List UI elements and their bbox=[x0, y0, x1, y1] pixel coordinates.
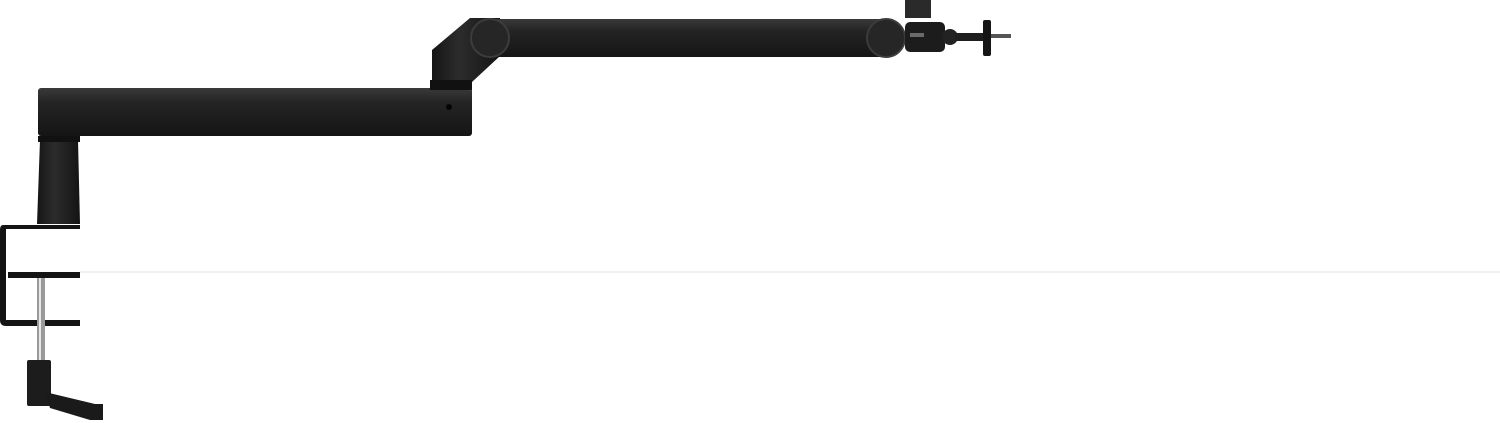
arm-screw-hole bbox=[446, 104, 452, 110]
lower-arm bbox=[38, 88, 472, 136]
base-column bbox=[37, 140, 80, 224]
clamp-pad bbox=[8, 272, 80, 278]
clamp-handle bbox=[27, 360, 51, 406]
mic-mount-head bbox=[905, 0, 1011, 56]
clamp-lever bbox=[45, 392, 103, 420]
upper-arm bbox=[490, 19, 890, 57]
joint-cap-left bbox=[470, 18, 510, 58]
joint-cap-right bbox=[866, 18, 906, 58]
